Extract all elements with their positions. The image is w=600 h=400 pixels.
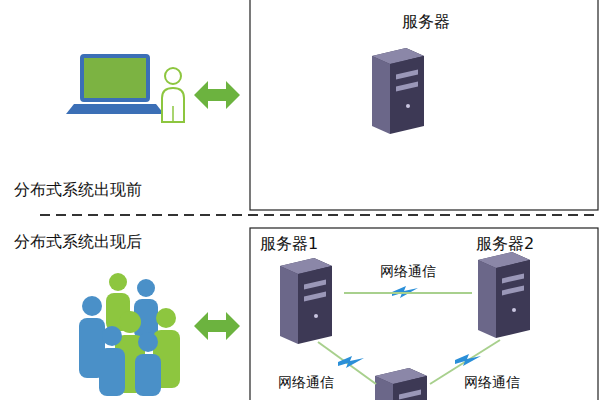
illustration-part — [455, 354, 481, 366]
illustration-part — [40, 214, 598, 216]
illustration-part — [82, 296, 102, 316]
node-label: 服务器 — [254, 12, 598, 31]
illustration-part — [102, 326, 122, 346]
illustration-part — [478, 252, 530, 338]
illustration-part — [375, 368, 427, 400]
illustration-part — [194, 312, 240, 340]
node-label: 服务器2 — [476, 234, 560, 253]
network-link — [344, 293, 472, 294]
illustration-part — [66, 104, 164, 114]
illustration-part — [156, 308, 176, 328]
illustration-part — [338, 356, 364, 368]
server-node: 服务器2 — [472, 232, 564, 340]
illustration-part — [82, 56, 148, 100]
link-label: 网络通信 — [462, 374, 522, 391]
illustration-part — [138, 332, 158, 352]
server-node: 服务器1 — [256, 232, 344, 344]
edge-label: 网络通信 — [378, 263, 438, 280]
illustration-part — [119, 311, 141, 333]
section-caption: 分布式系统出现后 — [12, 232, 144, 251]
section-caption: 分布式系统出现前 — [12, 180, 144, 199]
illustration-part — [280, 258, 332, 344]
link-label: 网络通信 — [276, 374, 336, 391]
node-label: 服务器1 — [260, 234, 340, 253]
illustration-part — [162, 88, 184, 122]
illustration-part — [250, 228, 598, 400]
illustration-part — [137, 279, 155, 297]
link-line — [344, 292, 472, 294]
illustration-part — [135, 354, 161, 396]
illustration-part — [372, 48, 424, 134]
illustration-part — [250, 0, 598, 210]
illustration-part — [194, 81, 240, 109]
server-panel: 服务器 — [250, 0, 600, 210]
illustration-part — [172, 106, 174, 122]
illustration-part — [165, 68, 181, 84]
illustration-part — [99, 348, 125, 396]
illustration-part — [109, 273, 127, 291]
illustration-part — [79, 273, 180, 396]
